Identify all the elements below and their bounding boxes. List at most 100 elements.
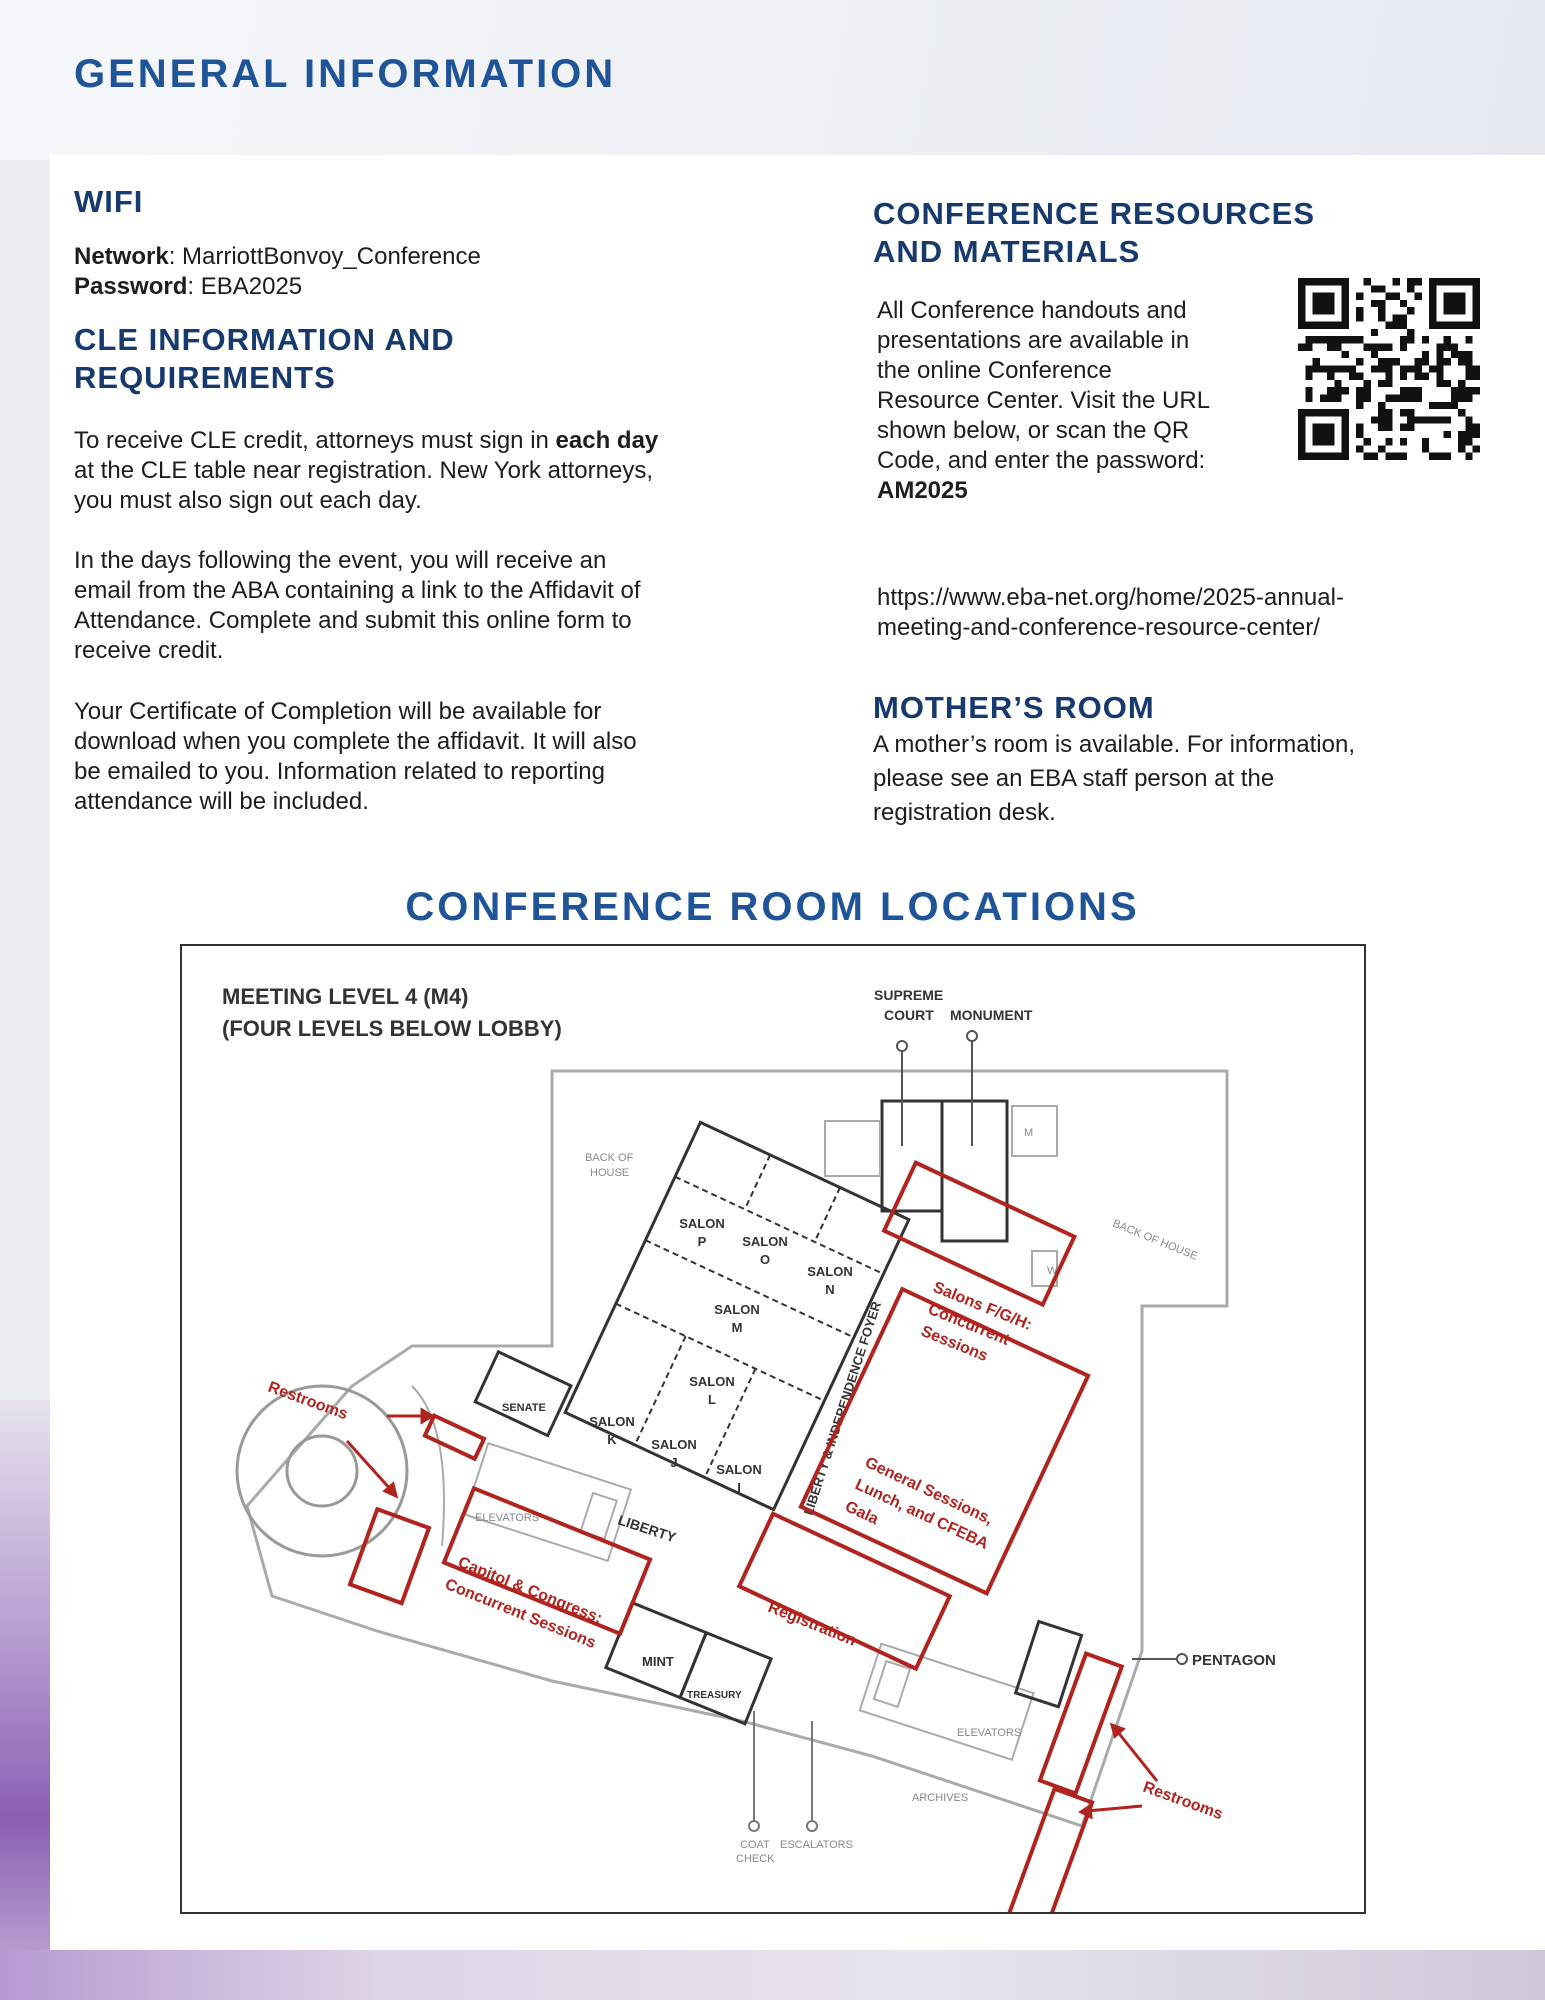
capitol-congress-box (441, 1485, 653, 1637)
map-level-title: MEETING LEVEL 4 (M4) (222, 984, 469, 1009)
qr-code-icon[interactable] (1298, 278, 1480, 460)
pointer-dot (896, 1040, 908, 1052)
arrow-head (1078, 1803, 1093, 1820)
pointer-dot (806, 1820, 818, 1832)
arrow-head (420, 1407, 435, 1425)
wifi-network-value: : MarriottBonvoy_Conference (168, 243, 481, 270)
resources-url[interactable]: https://www.eba-net.org/home/2025-annual… (877, 583, 1344, 643)
label-salon-n: N (825, 1282, 834, 1297)
label-salon: SALON (689, 1374, 735, 1389)
label-back-of-house: HOUSE (590, 1167, 629, 1179)
mint-treasury-rooms (603, 1600, 774, 1726)
cle-text: email from the ABA containing a link to … (74, 577, 641, 604)
pointer-dot (1176, 1653, 1188, 1665)
cle-text: download when you complete the affidavit… (74, 728, 637, 755)
label-elevators: ELEVATORS (475, 1512, 539, 1524)
registration-label: Registration (766, 1599, 859, 1650)
label-salon-p: P (698, 1234, 707, 1249)
wifi-heading: WIFI (74, 184, 144, 219)
cle-text: be emailed to you. Information related t… (74, 758, 605, 785)
label-salon: SALON (742, 1234, 788, 1249)
label-back-of-house-right: BACK OF HOUSE (1111, 1218, 1199, 1263)
cle-text: In the days following the event, you wil… (74, 547, 607, 574)
annotation-labels: Restrooms Restrooms Salons F/G/H: Concur… (266, 1279, 1225, 1823)
label-elevators-right: ELEVATORS (957, 1727, 1021, 1739)
label-salon-i: I (737, 1480, 741, 1495)
label-supreme: SUPREME (874, 987, 943, 1003)
label-liberty: LIBERTY (616, 1512, 679, 1546)
annotation-boxes (347, 1160, 1125, 1912)
cle-paragraph-3: Your Certificate of Completion will be a… (74, 697, 637, 817)
men-room (1011, 1105, 1058, 1157)
label-salon: SALON (679, 1216, 725, 1231)
cle-paragraph-1: To receive CLE credit, attorneys must si… (74, 426, 658, 516)
women-room (1031, 1250, 1058, 1287)
label-salon: SALON (716, 1462, 762, 1477)
cle-text: at the CLE table near registration. New … (74, 457, 653, 484)
floor-map: MEETING LEVEL 4 (M4) (FOUR LEVELS BELOW … (180, 944, 1366, 1914)
label-coat: COAT (740, 1839, 770, 1851)
cle-text: To receive CLE credit, attorneys must si… (74, 427, 556, 454)
resources-heading-line: CONFERENCE RESOURCES (873, 196, 1315, 231)
label-salon: SALON (807, 1264, 853, 1279)
annotation-arrows (345, 1407, 1159, 1820)
mothers-room-text: A mother’s room is available. For inform… (873, 728, 1355, 830)
resources-url-line[interactable]: meeting-and-conference-resource-center/ (877, 614, 1320, 641)
building-outline (245, 1069, 1229, 1828)
rotunda (235, 1384, 409, 1558)
salons-block (563, 1120, 911, 1512)
label-pentagon: PENTAGON (1192, 1652, 1276, 1669)
page-background-bottom (0, 1950, 1545, 2000)
restroom-box-left (347, 1506, 432, 1606)
label-salon: SALON (589, 1414, 635, 1429)
arrow-head (1109, 1722, 1126, 1739)
resources-line: Resource Center. Visit the URL (877, 387, 1211, 414)
restroom-box-right-bottom (998, 1786, 1095, 1912)
wifi-network-label: Network (74, 243, 169, 270)
cle-text: Your Certificate of Completion will be a… (74, 698, 602, 725)
label-mint: MINT (642, 1654, 674, 1669)
senate-room (473, 1349, 573, 1438)
label-salon: SALON (714, 1302, 760, 1317)
resources-url-line[interactable]: https://www.eba-net.org/home/2025-annual… (877, 584, 1344, 611)
resources-line: shown below, or scan the QR (877, 417, 1190, 444)
label-check: CHECK (736, 1853, 775, 1865)
small-room (824, 1120, 881, 1177)
resources-text: All Conference handouts and presentation… (877, 296, 1210, 506)
cle-text: Attendance. Complete and submit this onl… (74, 607, 632, 634)
resources-line: the online Conference (877, 357, 1112, 384)
label-m: M (1024, 1127, 1033, 1139)
page-title: GENERAL INFORMATION (74, 52, 617, 96)
label-salon-m: M (732, 1320, 743, 1335)
page-background-top (0, 0, 1545, 160)
salons-outline (563, 1120, 911, 1512)
label-senate: SENATE (502, 1402, 546, 1414)
elevators-right (858, 1642, 1035, 1762)
monument-room (940, 1099, 1009, 1243)
pointer-dot (748, 1820, 760, 1832)
mothers-room-line: registration desk. (873, 799, 1056, 826)
wifi-password: Password: EBA2025 (74, 272, 302, 302)
label-archives: ARCHIVES (912, 1792, 968, 1804)
cle-heading-line: CLE INFORMATION AND (74, 322, 455, 357)
salons-fgh-box (881, 1160, 1078, 1308)
cle-text: you must also sign out each day. (74, 487, 422, 514)
cle-paragraph-2: In the days following the event, you wil… (74, 546, 641, 666)
arrow (1115, 1730, 1159, 1782)
label-salon-k: K (607, 1432, 617, 1447)
rotunda-wall (411, 1385, 445, 1547)
wifi-password-label: Password (74, 273, 188, 300)
resources-heading-line: AND MATERIALS (873, 234, 1141, 269)
restroom-box-right-top (1037, 1650, 1125, 1796)
label-court: COURT (884, 1007, 934, 1023)
mothers-room-line: please see an EBA staff person at the (873, 765, 1275, 792)
page-background-left (0, 1400, 50, 2000)
cle-text: attendance will be included. (74, 788, 369, 815)
label-salon: SALON (651, 1437, 697, 1452)
cle-heading-line: REQUIREMENTS (74, 360, 336, 395)
general-sessions-box (798, 1286, 1091, 1596)
resources-line: All Conference handouts and (877, 297, 1187, 324)
cle-text-bold: each day (555, 427, 659, 454)
